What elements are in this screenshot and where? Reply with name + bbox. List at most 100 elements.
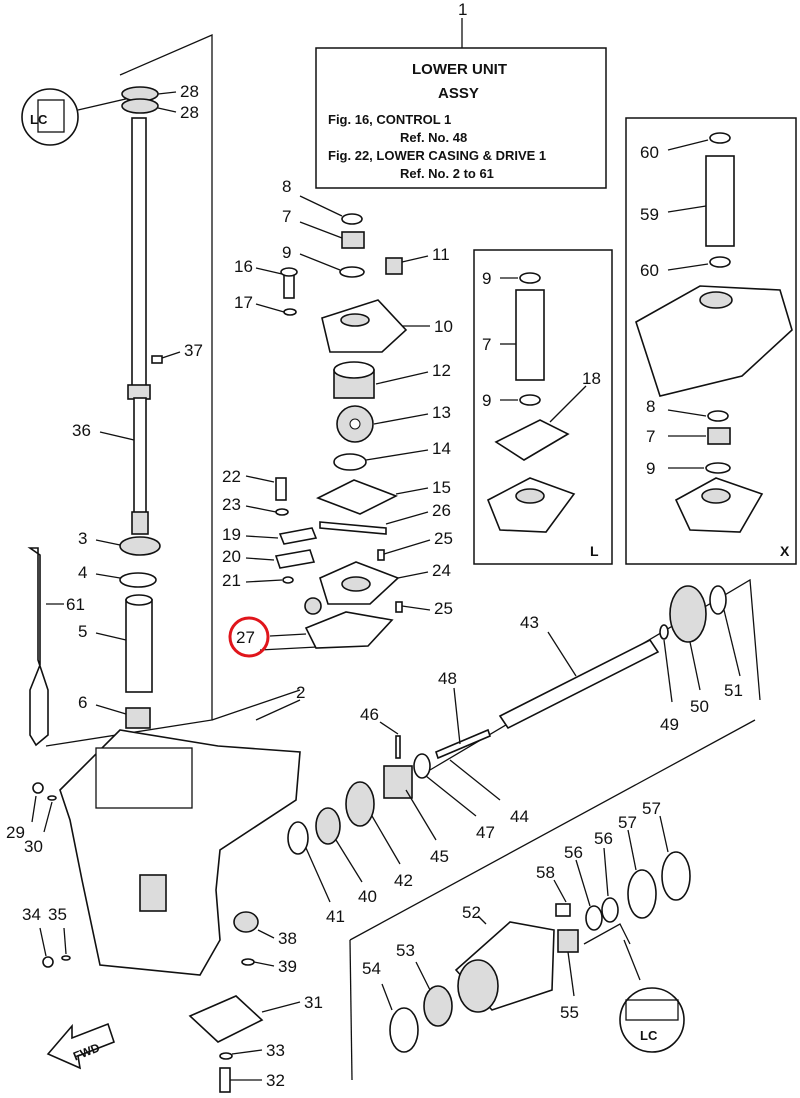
- label-37: 37: [184, 341, 203, 360]
- gasket-27: [304, 611, 394, 649]
- clutch-45: [383, 765, 413, 799]
- label-x59: 59: [640, 205, 659, 224]
- label-57b: 57: [642, 799, 661, 818]
- o-ring-57a: [627, 869, 657, 919]
- label-54: 54: [362, 959, 381, 978]
- variant-box-l: 9 7 9 18 L: [473, 249, 613, 565]
- label-56b: 56: [594, 829, 613, 848]
- bearing-40: [315, 807, 341, 845]
- label-26: 26: [432, 501, 451, 520]
- lower-casing-group: 2 29 30 34 35 38 39 31 33 32 FWD: [6, 683, 323, 1093]
- label-42: 42: [394, 871, 413, 890]
- title-box: 1 LOWER UNIT ASSY Fig. 16, CONTROL 1 Ref…: [315, 0, 607, 189]
- sleeve-5: [125, 599, 153, 693]
- bearing-3: [119, 536, 161, 556]
- label-28b: 28: [180, 103, 199, 122]
- label-x7: 7: [646, 427, 655, 446]
- drive-shaft-36: [131, 117, 147, 389]
- label-12: 12: [432, 361, 451, 380]
- label-24: 24: [432, 561, 451, 580]
- oil-seal-28-bottom: [121, 98, 159, 114]
- bearing-housing-group: 54 53 52 55 58 56 56 57 57 LC: [362, 799, 691, 1053]
- label-43: 43: [520, 613, 539, 632]
- label-31: 31: [304, 993, 323, 1012]
- label-13: 13: [432, 403, 451, 422]
- gear-group: 41 40 42 45 46 47 48 44 43 49 50 51: [287, 585, 743, 926]
- label-53: 53: [396, 941, 415, 960]
- highlight-circle-27: [228, 616, 270, 658]
- title-line-4: Ref. No. 48: [400, 130, 467, 145]
- label-9: 9: [282, 243, 291, 262]
- label-41: 41: [326, 907, 345, 926]
- title-ref: 1: [458, 0, 467, 19]
- water-pump-group: 8 7 9 11 16 17 10 12 13 14: [222, 177, 453, 658]
- housing-x: [635, 285, 793, 397]
- label-33: 33: [266, 1041, 285, 1060]
- label-55: 55: [560, 1003, 579, 1022]
- svg-text:LC: LC: [640, 1028, 658, 1043]
- label-28a: 28: [180, 82, 199, 101]
- drive-shaft-group: LC 28 28 36 37 3 4 5 6: [21, 82, 203, 747]
- label-x60a: 60: [640, 143, 659, 162]
- propeller-shaft-43: [498, 638, 660, 730]
- title-line-6: Ref. No. 2 to 61: [400, 166, 494, 181]
- label-25b: 25: [434, 599, 453, 618]
- label-x8: 8: [646, 397, 655, 416]
- label-23: 23: [222, 495, 241, 514]
- label-7: 7: [282, 207, 291, 226]
- seal-7: [341, 231, 365, 249]
- label-34: 34: [22, 905, 41, 924]
- o-ring-57b: [661, 851, 691, 901]
- label-35: 35: [48, 905, 67, 924]
- label-5: 5: [78, 622, 87, 641]
- gear-42: [345, 781, 375, 827]
- outer-plate-15: [316, 479, 398, 515]
- label-20: 20: [222, 547, 241, 566]
- label-l18: 18: [582, 369, 601, 388]
- label-32: 32: [266, 1071, 285, 1090]
- label-57a: 57: [618, 813, 637, 832]
- variant-label-x: X: [780, 543, 790, 559]
- label-11: 11: [432, 245, 450, 264]
- label-29: 29: [6, 823, 25, 842]
- title-line-5: Fig. 22, LOWER CASING & DRIVE 1: [328, 148, 546, 163]
- label-52: 52: [462, 903, 481, 922]
- label-46: 46: [360, 705, 379, 724]
- label-25a: 25: [434, 529, 453, 548]
- variant-label-l: L: [590, 543, 599, 559]
- label-47: 47: [476, 823, 495, 842]
- label-40: 40: [358, 887, 377, 906]
- sleeve-x59: [705, 155, 735, 247]
- fwd-arrow-icon: [46, 1022, 115, 1070]
- label-17: 17: [234, 293, 253, 312]
- label-44: 44: [510, 807, 529, 826]
- label-58: 58: [536, 863, 555, 882]
- label-x9: 9: [646, 459, 655, 478]
- bearing-53: [423, 985, 453, 1027]
- label-2: 2: [296, 683, 305, 702]
- gear-50: [669, 585, 707, 643]
- label-38: 38: [278, 929, 297, 948]
- label-l9a: 9: [482, 269, 491, 288]
- label-27: 27: [236, 628, 255, 647]
- title-line-2: ASSY: [438, 85, 479, 102]
- label-39: 39: [278, 957, 297, 976]
- variant-box-x: 60 59 60 8 7 9 X: [625, 117, 797, 565]
- label-51: 51: [724, 681, 743, 700]
- label-48: 48: [438, 669, 457, 688]
- label-16: 16: [234, 257, 253, 276]
- title-line-1: LOWER UNIT: [412, 61, 507, 78]
- pump-housing-10: [321, 299, 408, 353]
- label-10: 10: [434, 317, 453, 336]
- svg-text:LC: LC: [30, 112, 48, 127]
- label-8: 8: [282, 177, 291, 196]
- label-21: 21: [222, 571, 241, 590]
- label-14: 14: [432, 439, 451, 458]
- label-22: 22: [222, 467, 241, 486]
- label-6: 6: [78, 693, 87, 712]
- label-3: 3: [78, 529, 87, 548]
- label-56a: 56: [564, 843, 583, 862]
- label-30: 30: [24, 837, 43, 856]
- o-ring-54: [389, 1007, 419, 1053]
